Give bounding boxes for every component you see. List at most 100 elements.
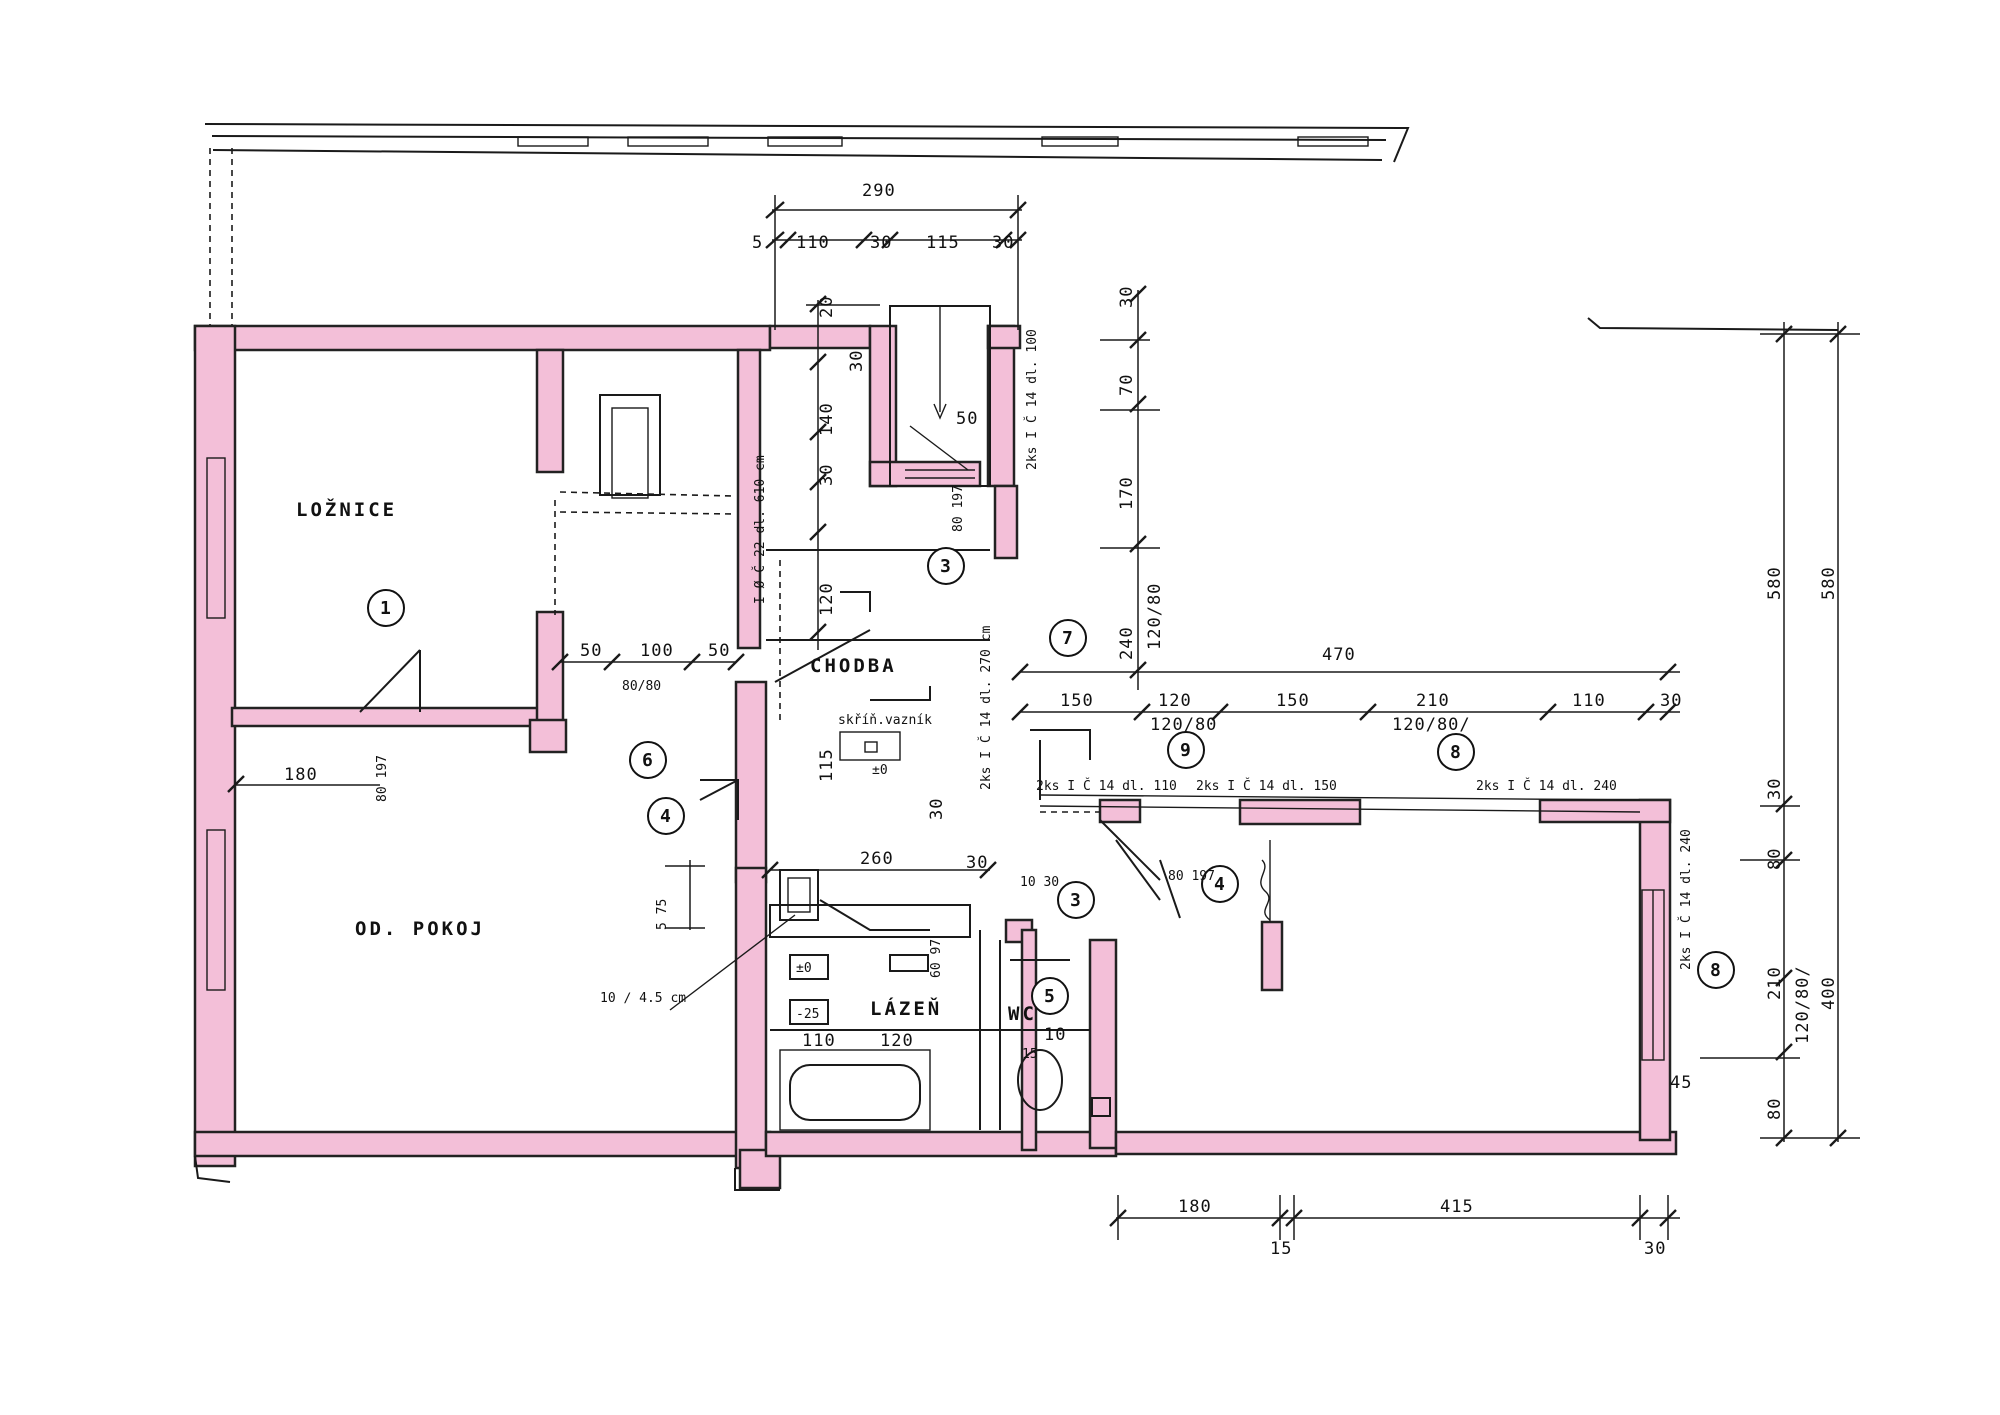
svg-text:80 197: 80 197 bbox=[375, 755, 390, 802]
note-lintel-left: I Ø Č 22 dl. 610 cm bbox=[752, 455, 768, 604]
note-vanity: skříň.vazník bbox=[838, 713, 932, 728]
room-label-lazen: LÁZEŇ bbox=[870, 997, 942, 1020]
svg-text:140: 140 bbox=[817, 402, 837, 436]
svg-text:70: 70 bbox=[1117, 374, 1137, 396]
room-label-chodba: CHODBA bbox=[810, 655, 897, 677]
svg-text:120/80/: 120/80/ bbox=[1793, 965, 1813, 1044]
svg-text:80 197: 80 197 bbox=[951, 485, 966, 532]
svg-text:120: 120 bbox=[1158, 691, 1192, 711]
walls bbox=[193, 324, 1678, 1190]
svg-text:100: 100 bbox=[640, 641, 674, 661]
svg-text:5: 5 bbox=[752, 233, 763, 253]
svg-text:30: 30 bbox=[992, 233, 1014, 253]
svg-text:30: 30 bbox=[1644, 1239, 1666, 1259]
svg-text:415: 415 bbox=[1440, 1197, 1474, 1217]
interior-detail bbox=[359, 305, 1665, 1131]
room-label-loznice: LOŽNICE bbox=[296, 498, 397, 521]
svg-text:30: 30 bbox=[1660, 691, 1682, 711]
svg-text:260: 260 bbox=[860, 849, 894, 869]
svg-text:80: 80 bbox=[1765, 848, 1785, 870]
svg-text:80 197: 80 197 bbox=[1168, 869, 1215, 884]
svg-text:15: 15 bbox=[1022, 1047, 1038, 1062]
svg-text:30: 30 bbox=[847, 350, 867, 372]
svg-text:120: 120 bbox=[880, 1031, 914, 1051]
room-label-obyvaci-pokoj: OD. POKOJ bbox=[355, 918, 485, 940]
svg-text:400: 400 bbox=[1819, 976, 1839, 1010]
svg-text:110: 110 bbox=[796, 233, 830, 253]
svg-text:±0: ±0 bbox=[872, 763, 888, 778]
svg-text:3: 3 bbox=[940, 556, 951, 577]
note-lintel-b: 2ks I Č 14 dl. 150 bbox=[1196, 778, 1337, 794]
note-lintel-right: 2ks I Č 14 dl. 240 bbox=[1678, 829, 1694, 970]
svg-text:120/80/: 120/80/ bbox=[1392, 715, 1471, 735]
svg-text:110: 110 bbox=[802, 1031, 836, 1051]
svg-text:120/80: 120/80 bbox=[1145, 583, 1165, 650]
svg-text:20: 20 bbox=[817, 296, 837, 318]
svg-text:5: 5 bbox=[1044, 986, 1055, 1007]
svg-text:580: 580 bbox=[1819, 566, 1839, 600]
svg-text:-25: -25 bbox=[796, 1007, 819, 1022]
svg-text:80: 80 bbox=[1765, 1098, 1785, 1120]
svg-text:60 97: 60 97 bbox=[929, 939, 944, 978]
svg-text:30: 30 bbox=[966, 853, 988, 873]
svg-text:115: 115 bbox=[817, 748, 837, 782]
svg-text:5 75: 5 75 bbox=[655, 899, 670, 930]
svg-text:8: 8 bbox=[1710, 960, 1721, 981]
marker-6: 6 bbox=[629, 741, 667, 779]
svg-text:8: 8 bbox=[1450, 742, 1461, 763]
svg-text:50: 50 bbox=[708, 641, 730, 661]
svg-text:50: 50 bbox=[956, 409, 978, 429]
svg-text:80/80: 80/80 bbox=[622, 679, 661, 694]
svg-text:110: 110 bbox=[1572, 691, 1606, 711]
marker-4a: 4 bbox=[647, 797, 685, 835]
svg-text:1: 1 bbox=[380, 598, 391, 619]
svg-text:150: 150 bbox=[1276, 691, 1310, 711]
svg-text:50: 50 bbox=[580, 641, 602, 661]
marker-7: 7 bbox=[1049, 619, 1087, 657]
room-label-wc: WC bbox=[1008, 1003, 1037, 1025]
svg-text:210: 210 bbox=[1416, 691, 1450, 711]
svg-text:290: 290 bbox=[862, 181, 896, 201]
svg-text:180: 180 bbox=[1178, 1197, 1212, 1217]
svg-text:9: 9 bbox=[1180, 740, 1191, 761]
svg-text:4: 4 bbox=[660, 806, 671, 827]
svg-text:4: 4 bbox=[1214, 874, 1225, 895]
note-lintel-chodba: 2ks I Č 14 dl. 270 cm bbox=[978, 625, 994, 790]
structural-notes: I Ø Č 22 dl. 610 cm 2ks I Č 14 dl. 100 2… bbox=[600, 329, 1694, 1006]
windows-left bbox=[194, 457, 780, 1191]
svg-text:3: 3 bbox=[1070, 890, 1081, 911]
marker-8b: 8 bbox=[1697, 951, 1735, 989]
svg-text:30: 30 bbox=[1765, 778, 1785, 800]
marker-3b: 3 bbox=[1057, 881, 1095, 919]
svg-text:120/80: 120/80 bbox=[1150, 715, 1217, 735]
svg-text:±0: ±0 bbox=[796, 961, 812, 976]
svg-text:10 30: 10 30 bbox=[1020, 875, 1059, 890]
note-lintel-c: 2ks I Č 14 dl. 240 bbox=[1476, 778, 1617, 794]
svg-text:10: 10 bbox=[1044, 1025, 1066, 1045]
svg-text:30: 30 bbox=[927, 798, 947, 820]
top-outline bbox=[204, 123, 1839, 331]
marker-3a: 3 bbox=[927, 547, 965, 585]
marker-1: 1 bbox=[367, 589, 405, 627]
svg-text:210: 210 bbox=[1765, 966, 1785, 1000]
svg-text:30: 30 bbox=[1117, 286, 1137, 308]
note-lintel-top: 2ks I Č 14 dl. 100 bbox=[1024, 329, 1040, 470]
svg-text:580: 580 bbox=[1765, 566, 1785, 600]
svg-text:7: 7 bbox=[1062, 628, 1073, 649]
svg-text:15: 15 bbox=[1270, 1239, 1292, 1259]
dimension-lines bbox=[227, 195, 1860, 1240]
svg-text:115: 115 bbox=[926, 233, 960, 253]
svg-text:180: 180 bbox=[284, 765, 318, 785]
marker-4b: 4 bbox=[1201, 865, 1239, 903]
marker-8a: 8 bbox=[1437, 733, 1475, 771]
dimension-texts: 290 5 110 30 115 30 20 30 140 30 120 115… bbox=[284, 181, 1839, 1259]
marker-9: 9 bbox=[1167, 731, 1205, 769]
svg-text:30: 30 bbox=[870, 233, 892, 253]
note-chimney: 10 ∕ 4.5 cm bbox=[600, 991, 686, 1006]
marker-5: 5 bbox=[1031, 977, 1069, 1015]
svg-text:170: 170 bbox=[1117, 476, 1137, 510]
note-lintel-a: 2ks I Č 14 dl. 110 bbox=[1036, 778, 1177, 794]
svg-text:45: 45 bbox=[1670, 1073, 1692, 1093]
svg-text:6: 6 bbox=[642, 750, 653, 771]
